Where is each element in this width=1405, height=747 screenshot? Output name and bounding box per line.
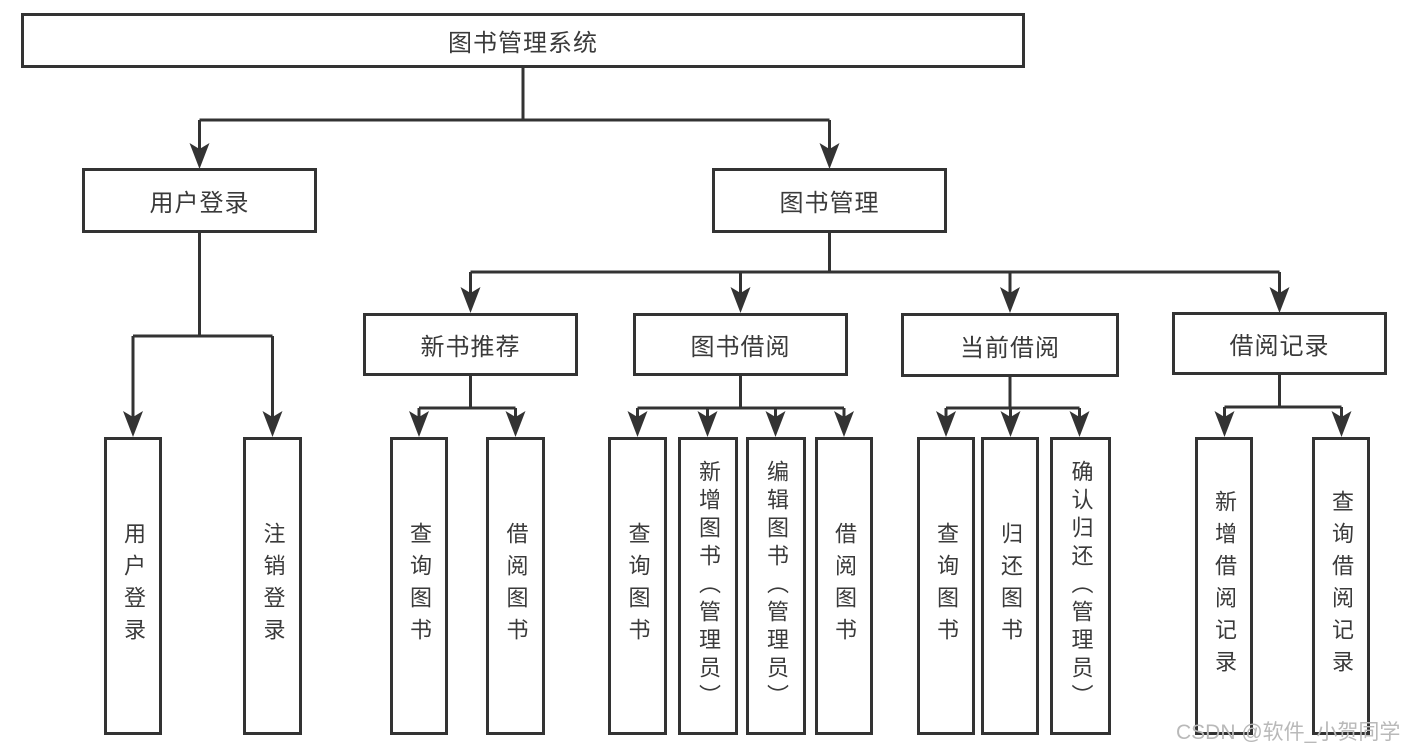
leaf-label: 查询图书 <box>934 522 959 650</box>
leaf-label: 注销登录 <box>260 522 286 650</box>
leaf-add-book-admin: 新增图书（管理员） <box>678 437 738 735</box>
node-book-borrow: 图书借阅 <box>633 313 848 376</box>
leaf-label: 查询图书 <box>625 522 651 650</box>
leaf-user-login: 用户登录 <box>104 437 162 735</box>
node-user-login: 用户登录 <box>82 168 317 233</box>
connector-current-borrow-children <box>944 377 1081 418</box>
connector-root-to-level2 <box>198 68 831 150</box>
leaf-label: 归还图书 <box>998 522 1023 650</box>
connector-book-borrow-children <box>636 376 846 418</box>
leaf-return-book: 归还图书 <box>981 437 1039 735</box>
arrowhead <box>936 411 956 437</box>
leaf-add-borrow-record: 新增借阅记录 <box>1195 437 1253 735</box>
connector-new-book-recommend-children <box>417 376 517 418</box>
arrowhead <box>1269 287 1290 313</box>
leaf-label: 新增借阅记录 <box>1212 490 1237 682</box>
arrowhead <box>1331 411 1352 437</box>
node-borrow-records: 借阅记录 <box>1172 312 1387 375</box>
arrowhead <box>1000 287 1020 313</box>
leaf-label: 新增图书（管理员） <box>696 460 721 712</box>
arrowhead <box>460 287 481 313</box>
connector-book-management-children <box>469 233 1281 294</box>
csdn-watermark: CSDN @软件_小贺同学 <box>1176 721 1401 744</box>
leaf-label: 查询图书 <box>407 522 432 650</box>
leaf-label: 查询借阅记录 <box>1329 490 1354 682</box>
leaf-label: 借阅图书 <box>503 522 529 650</box>
leaf-logout: 注销登录 <box>243 437 302 735</box>
leaf-label: 编辑图书（管理员） <box>764 460 789 712</box>
arrowhead <box>730 287 751 313</box>
arrowhead <box>505 411 526 437</box>
leaf-query-books-recommend: 查询图书 <box>390 437 448 735</box>
node-book-management: 图书管理 <box>712 168 947 233</box>
leaf-query-books-current: 查询图书 <box>917 437 975 735</box>
connector-user-login-children <box>131 233 274 418</box>
leaf-label: 借阅图书 <box>832 522 857 650</box>
arrowhead <box>765 411 786 437</box>
arrowhead <box>697 411 718 437</box>
arrowhead <box>1069 411 1090 437</box>
arrowhead <box>262 411 283 437</box>
connector-borrow-records-children <box>1223 375 1343 418</box>
leaf-borrow-books-borrow: 借阅图书 <box>815 437 873 735</box>
leaf-label: 确认归还（管理员） <box>1068 460 1094 712</box>
arrowhead <box>819 143 840 169</box>
leaf-query-books-borrow: 查询图书 <box>608 437 667 735</box>
leaf-label: 用户登录 <box>121 522 146 650</box>
leaf-borrow-books-recommend: 借阅图书 <box>486 437 545 735</box>
leaf-query-borrow-record: 查询借阅记录 <box>1312 437 1370 735</box>
node-current-borrow: 当前借阅 <box>901 313 1119 377</box>
arrowhead <box>627 411 648 437</box>
arrowhead <box>1000 411 1021 437</box>
arrowhead <box>409 411 429 437</box>
arrowhead <box>123 411 143 437</box>
node-library-management-system: 图书管理系统 <box>21 13 1025 68</box>
node-new-book-recommend: 新书推荐 <box>363 313 578 376</box>
leaf-confirm-return-admin: 确认归还（管理员） <box>1050 437 1111 735</box>
arrowhead <box>834 411 854 437</box>
arrowhead <box>1214 411 1235 437</box>
arrowhead <box>189 143 210 169</box>
leaf-edit-book-admin: 编辑图书（管理员） <box>746 437 806 735</box>
